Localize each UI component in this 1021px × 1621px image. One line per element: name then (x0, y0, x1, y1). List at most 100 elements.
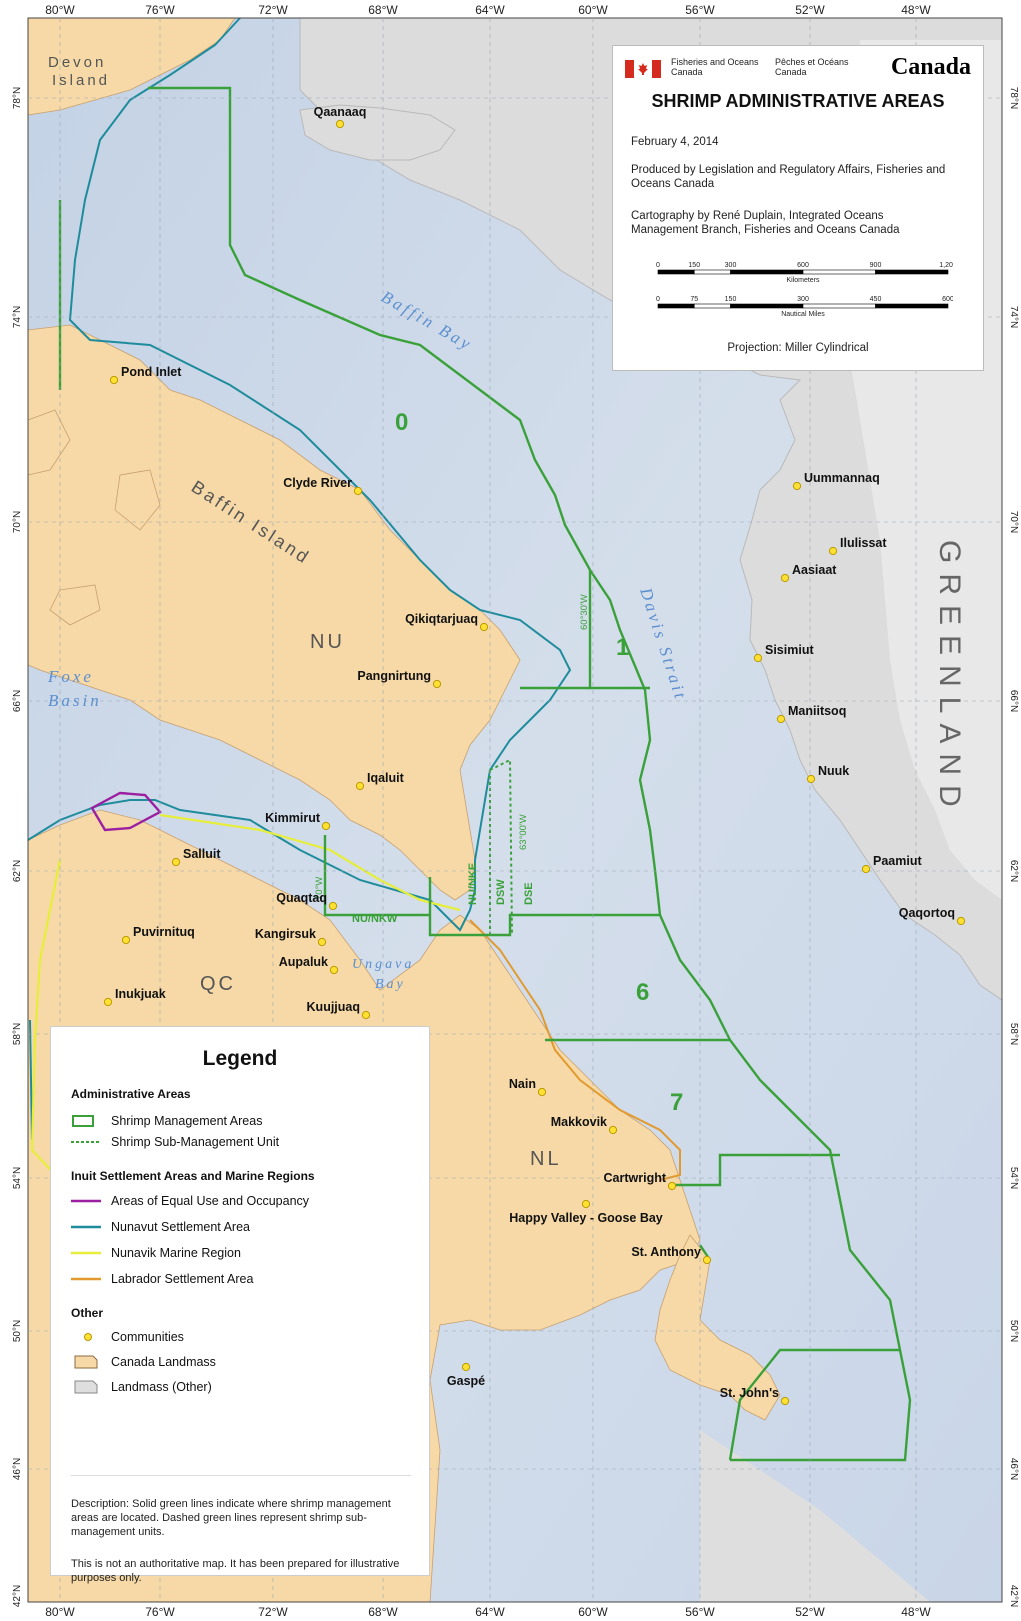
map-date: February 4, 2014 (631, 136, 719, 148)
label-ungava-1: Ungava (352, 957, 414, 972)
legend-item-shrimp-areas: Shrimp Management Areas (71, 1113, 262, 1129)
legend-other-heading: Other (71, 1306, 104, 1320)
latitude-label: 66°N (12, 690, 23, 712)
community-marker: St. John's (720, 1386, 790, 1406)
title-block: Fisheries and Oceans Canada Pêches et Oc… (612, 45, 984, 371)
area-4: 6 (636, 979, 649, 1006)
legend-label-communities: Communities (111, 1330, 184, 1344)
latitude-label: 70°N (12, 511, 23, 533)
latitude-label: 78°N (12, 87, 23, 109)
latitude-label: 46°N (1008, 1458, 1019, 1480)
community-dot-icon (461, 1362, 471, 1372)
community-dot-icon (753, 653, 763, 663)
nunavik-symbol-icon (71, 1251, 101, 1255)
devon-island (27, 17, 236, 116)
longitude-label: 52°W (795, 1605, 825, 1619)
label-dse: DSE (523, 882, 535, 905)
community-label: St. Anthony (631, 1245, 701, 1259)
nunavut-symbol-icon (71, 1225, 101, 1229)
community-label: Nain (509, 1077, 536, 1091)
longitude-label: 60°W (578, 3, 608, 17)
latitude-label: 50°N (1008, 1320, 1019, 1342)
community-marker: Inukjuak (103, 987, 166, 1007)
map-title: SHRIMP ADMINISTRATIVE AREAS (651, 91, 945, 111)
label-dsw: DSW (495, 879, 507, 905)
label-foxe-2: Basin (48, 691, 102, 710)
latitude-label: 46°N (12, 1458, 23, 1480)
community-label: Sisimiut (765, 643, 814, 657)
nunavut-settlement-line-west (29, 1019, 33, 1141)
label-nunke: NU/NKE (467, 863, 479, 905)
community-dot-icon (479, 622, 489, 632)
community-marker: Nain (509, 1077, 547, 1097)
latitude-label: 50°N (12, 1320, 23, 1342)
legend-title: Legend (202, 1047, 278, 1070)
longitude-label: 56°W (685, 1605, 715, 1619)
community-dot-icon (317, 937, 327, 947)
community-label: Nuuk (818, 764, 849, 778)
community-label: Makkovik (551, 1115, 607, 1129)
longitude-label: 72°W (258, 1605, 288, 1619)
legend-label-shrimp-sub: Shrimp Sub-Management Unit (111, 1135, 280, 1149)
community-marker: Maniitsoq (776, 704, 846, 724)
legend-item-shrimp-sub: Shrimp Sub-Management Unit (71, 1134, 279, 1150)
community-marker: Qikiqtarjuaq (405, 612, 489, 632)
community-marker: St. Anthony (631, 1245, 712, 1265)
legend-item-labrador: Labrador Settlement Area (71, 1271, 253, 1287)
longitude-label: 48°W (901, 3, 931, 17)
latitude-label: 58°N (1008, 1023, 1019, 1045)
label-meridian-70: 70°W (314, 877, 325, 900)
legend-label-other-land: Landmass (Other) (111, 1380, 212, 1394)
community-label: Clyde River (283, 476, 352, 490)
community-marker: Gaspé (447, 1362, 485, 1388)
community-marker: Qaqortoq (899, 906, 966, 926)
label-foxe-1: Foxe (47, 667, 94, 686)
other-land-swatch-icon (74, 1380, 98, 1394)
scale-segment (693, 269, 731, 275)
community-marker: Happy Valley - Goose Bay (509, 1199, 663, 1225)
legend-label-nunavik: Nunavik Marine Region (111, 1246, 241, 1260)
legend-item-equal-use: Areas of Equal Use and Occupancy (71, 1193, 309, 1209)
longitude-label: 76°W (145, 1605, 175, 1619)
label-ungava-2: Bay (375, 977, 406, 992)
community-label: Qikiqtarjuaq (405, 612, 478, 626)
latitude-label: 42°N (12, 1585, 23, 1607)
area-1: 1 (616, 634, 629, 661)
community-dot-icon (828, 546, 838, 556)
community-dot-icon (103, 997, 113, 1007)
longitude-label: 52°W (795, 3, 825, 17)
community-label: Pangnirtung (357, 669, 431, 683)
legend-label-canada-land: Canada Landmass (111, 1355, 216, 1369)
community-dot-icon (84, 1333, 92, 1341)
legend-item-nunavik: Nunavik Marine Region (71, 1245, 241, 1261)
community-label: Happy Valley - Goose Bay (509, 1211, 663, 1225)
community-marker: Aasiaat (780, 563, 837, 583)
baffin-island (27, 324, 521, 901)
community-marker: Qaanaaq (314, 105, 366, 129)
labrador-symbol-icon (71, 1277, 101, 1281)
latitude-label: 58°N (12, 1023, 23, 1045)
community-marker: Paamiut (861, 854, 922, 874)
longitude-label: 72°W (258, 3, 288, 17)
community-dot-icon (355, 781, 365, 791)
community-dot-icon (776, 714, 786, 724)
label-meridian-6030: 60°30'W (579, 594, 590, 630)
canada-flag-icon (625, 60, 661, 78)
community-dot-icon (537, 1087, 547, 1097)
latitude-label: 42°N (1008, 1585, 1019, 1607)
shrimp-area-symbol-icon (72, 1115, 94, 1127)
dept-name-fr: Pêches et Océans Canada (775, 57, 849, 77)
label-devon-2: Island (52, 72, 110, 89)
legend-label-shrimp-areas: Shrimp Management Areas (111, 1114, 263, 1128)
scale-tick-label: 600 (797, 262, 809, 269)
scale-tick-label: 600 (942, 296, 953, 303)
equal-use-symbol-icon (71, 1199, 101, 1203)
nunavik-marine-line (30, 813, 461, 1181)
community-label: Cartwright (604, 1171, 667, 1185)
community-dot-icon (109, 375, 119, 385)
community-marker: Pangnirtung (357, 669, 442, 689)
